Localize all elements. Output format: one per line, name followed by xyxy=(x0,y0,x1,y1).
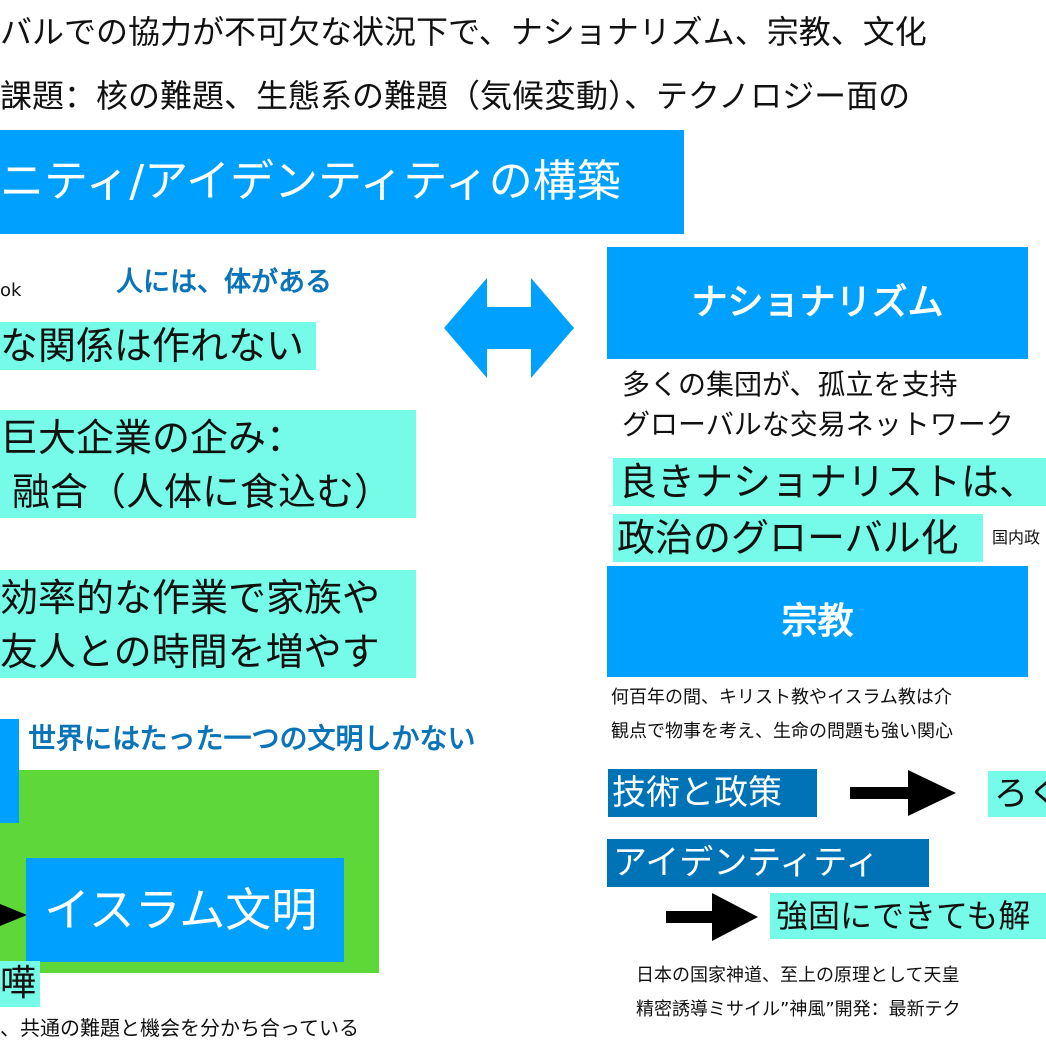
tech-policy-label: 技術と政策 xyxy=(608,769,817,817)
efficiency-line-1: 効率的な作業で家族や xyxy=(0,576,381,620)
arrow-right-icon xyxy=(666,893,758,941)
efficiency-line-2: 友人との時間を増やす xyxy=(0,630,380,674)
quarrel-fragment: 嘩 xyxy=(0,961,40,1007)
relation-highlight: な関係は作れない xyxy=(0,322,316,370)
corp-line-2: 融合（人体に食込む） xyxy=(12,470,393,514)
arrow-right-icon xyxy=(0,904,27,926)
header-line-1: バルでの協力が不可欠な状況下で、ナショナリズム、宗教、文化 xyxy=(0,13,927,51)
shinto-note-line-1: 日本の国家神道、至上の原理として天皇 xyxy=(636,965,960,986)
ok-fragment: ok xyxy=(0,280,22,301)
religion-line-2: 観点で物事を考え、生命の問題も強い関心 xyxy=(611,721,953,742)
corp-line-1: 巨大企業の企み： xyxy=(0,416,305,460)
arrow-right-icon xyxy=(850,770,956,816)
islam-civilization-box: イスラム文明 xyxy=(26,858,344,962)
politics-globalization-highlight: 政治のグローバル化 xyxy=(613,514,983,562)
header-line-2: 課題：核の難題、生態系の難題（気候変動）、テクノロジー面の xyxy=(0,77,911,115)
nationalism-line-1: 多くの集団が、孤立を支持 xyxy=(622,368,958,401)
religion-title: 宗教 xyxy=(781,601,854,642)
identity-label: アイデンティティ xyxy=(607,839,929,887)
efficiency-highlight: 効率的な作業で家族や 友人との時間を増やす xyxy=(0,570,416,678)
body-note: 人には、体がある xyxy=(116,267,332,298)
nationalism-line-2: グローバルな交易ネットワーク xyxy=(622,408,1014,441)
islam-civilization-label: イスラム文明 xyxy=(44,883,318,937)
shinto-note-line-2: 精密誘導ミサイル”神風”開発：最新テク xyxy=(636,999,961,1020)
title-banner: ニティ/アイデンティティの構築 xyxy=(0,130,684,234)
title-banner-text: ニティ/アイデンティティの構築 xyxy=(0,156,621,207)
religion-line-1: 何百年の間、キリスト教やイスラム教は介 xyxy=(611,687,952,708)
one-civilization-heading: 世界にはたった一つの文明しかない xyxy=(28,722,476,755)
corp-highlight: 巨大企業の企み： 融合（人体に食込む） xyxy=(0,410,416,518)
nationalism-title: ナショナリズム xyxy=(691,282,944,323)
identity-result-highlight: 強固にできても解 xyxy=(770,893,1046,939)
double-arrow-icon xyxy=(444,278,574,378)
shared-challenges-note: 、共通の難題と機会を分かち合っている xyxy=(0,1016,359,1040)
civilization-box-partial xyxy=(0,719,19,823)
religion-box: 宗教 xyxy=(607,566,1028,677)
good-nationalist-highlight: 良きナショナリストは、 xyxy=(613,458,1046,506)
domestic-fragment: 国内政 xyxy=(992,528,1041,547)
tech-result-fragment: ろく xyxy=(988,771,1046,817)
nationalism-box: ナショナリズム xyxy=(607,247,1028,359)
